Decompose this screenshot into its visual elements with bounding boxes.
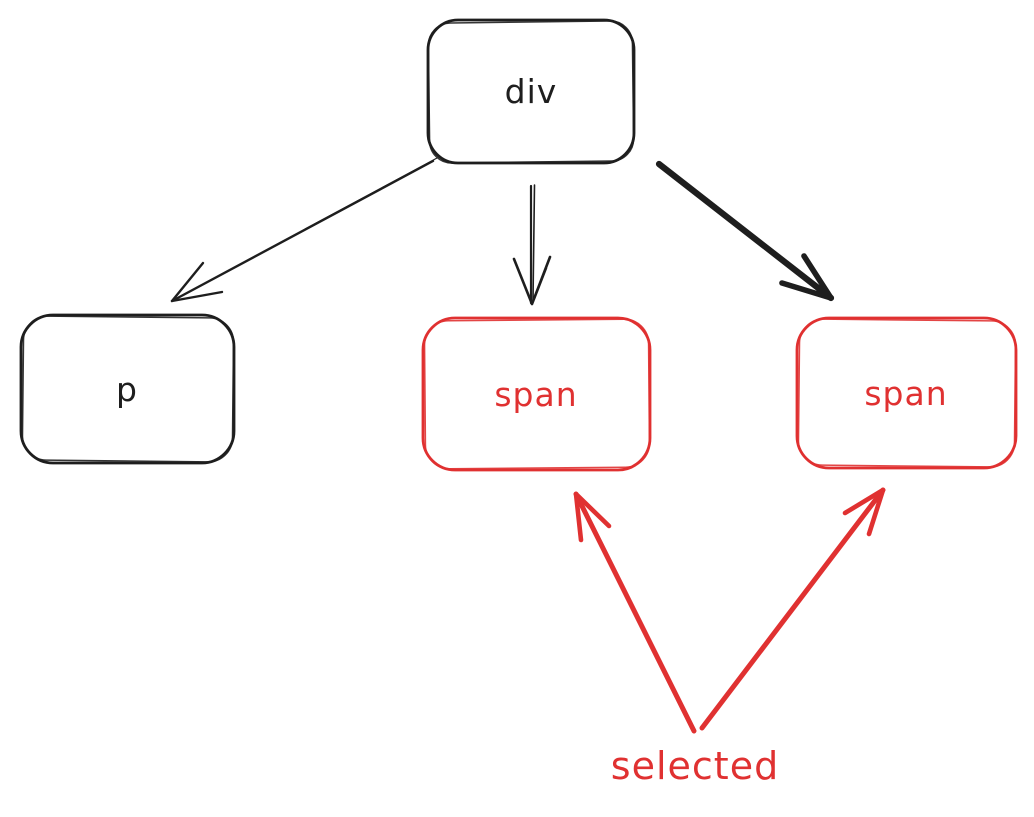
node-div-label: div	[505, 72, 558, 111]
node-span-1-label: span	[494, 375, 577, 414]
arrow-head	[512, 255, 552, 306]
arrow-head	[779, 253, 834, 301]
arrow-shaft	[573, 491, 697, 734]
node-p-label: p	[116, 370, 138, 409]
edge-selected-to-span-1[interactable]	[573, 491, 697, 734]
node-span-1[interactable]: span	[421, 316, 652, 472]
node-div[interactable]: div	[426, 18, 636, 165]
arrow-shaft	[170, 159, 435, 303]
arrow-head	[842, 487, 886, 537]
node-span-1-outline	[421, 316, 652, 472]
arrow-shaft-sketch-stroke	[532, 184, 536, 301]
node-span-2-label: span	[864, 374, 947, 413]
node-p-outline	[19, 313, 236, 465]
node-span-1-outline-sketch	[423, 318, 651, 470]
edge-div-to-span-1[interactable]	[512, 184, 552, 306]
node-div-outline-sketch	[427, 20, 635, 164]
edge-div-to-span-2[interactable]	[655, 160, 835, 302]
selected-annotation[interactable]: selected	[611, 744, 779, 788]
arrow-shaft-sketch-stroke	[304, 157, 438, 230]
edge-selected-to-span-2[interactable]	[699, 487, 886, 731]
node-span-2-outline-sketch	[797, 318, 1017, 468]
node-p-outline-sketch	[21, 315, 235, 463]
arrow-shaft	[655, 160, 835, 302]
arrow-head	[573, 491, 612, 543]
arrow-head	[170, 261, 224, 303]
node-span-2-outline	[795, 316, 1018, 470]
node-div-outline	[426, 18, 636, 165]
edge-div-to-p[interactable]	[170, 157, 438, 303]
node-span-2[interactable]: span	[795, 316, 1018, 470]
node-p[interactable]: p	[19, 313, 236, 465]
arrow-shaft	[699, 487, 886, 731]
